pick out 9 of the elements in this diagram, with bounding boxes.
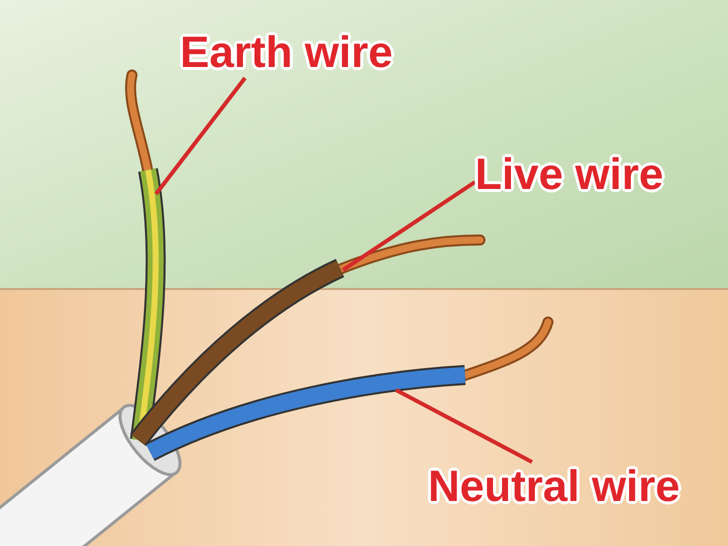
leader-line	[154, 76, 247, 196]
leader-line	[395, 388, 533, 464]
wire-drawing	[125, 70, 166, 442]
part-label: Neutral wire	[428, 462, 680, 512]
wire-drawing	[146, 316, 554, 461]
wire-drawing	[130, 234, 486, 446]
part-label: Earth wire	[180, 28, 393, 78]
leader-line	[342, 180, 476, 272]
part-label: Live wire	[475, 150, 664, 200]
